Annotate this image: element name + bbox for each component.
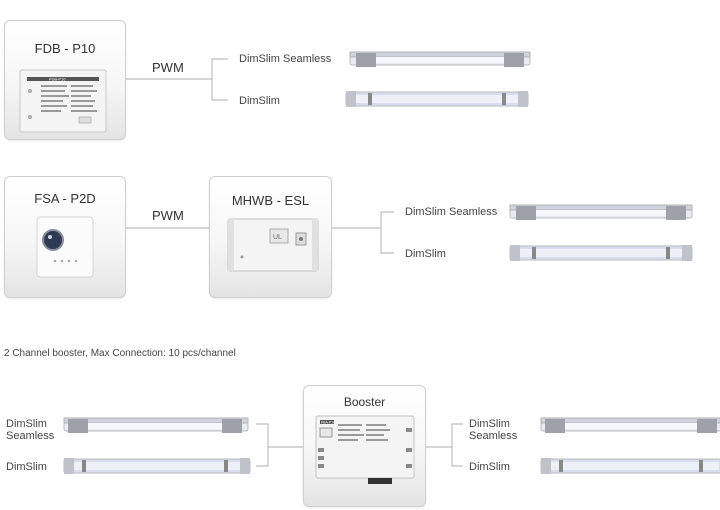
pwm-label-2: PWM — [152, 208, 184, 223]
fsa-p2d-device-image — [36, 216, 94, 278]
booster-card: Booster FBA-P10 — [303, 385, 426, 507]
fdb-p10-title: FDB - P10 — [34, 41, 96, 56]
dimslim-fixture-2 — [509, 245, 693, 261]
dimslim-seamless-fixture-1 — [349, 51, 531, 67]
output-label-seamless-1: DimSlim Seamless — [239, 53, 332, 65]
right-dimslim-fixture — [540, 458, 720, 474]
dimmer-knob — [42, 229, 64, 251]
booster-title: Booster — [343, 395, 386, 409]
left-bracket — [256, 423, 269, 467]
right-label-seamless-line1: DimSlim — [469, 418, 510, 430]
branch-bracket-1 — [211, 58, 228, 101]
left-label-seamless-line1: DimSlim — [6, 418, 47, 430]
right-dimslim-seamless-fixture — [540, 417, 720, 433]
mhwb-esl-title: MHWB - ESL — [231, 193, 310, 208]
fdb-p10-card: FDB - P10 FDB-P10 — [4, 20, 126, 140]
fdb-device-label: FDB-P10 — [49, 77, 66, 82]
svg-text:UL: UL — [273, 234, 282, 241]
left-label-dimslim: DimSlim — [6, 461, 47, 473]
fsa-p2d-title: FSA - P2D — [34, 191, 96, 206]
right-bracket — [451, 423, 463, 467]
left-label-seamless-line2: Seamless — [6, 430, 55, 442]
booster-device-label: FBA-P10 — [321, 421, 335, 425]
mhwb-esl-card: MHWB - ESL UL — [209, 176, 332, 298]
left-label-seamless: DimSlim Seamless — [6, 418, 54, 442]
output-label-dimslim-2: DimSlim — [405, 248, 446, 260]
right-label-seamless: DimSlim Seamless — [469, 418, 517, 442]
left-dimslim-fixture — [63, 458, 251, 474]
dimslim-fixture-1 — [345, 91, 529, 107]
pwm-label-1: PWM — [152, 60, 184, 75]
booster-device-image: FBA-P10 — [315, 415, 415, 484]
dimslim-seamless-fixture-2 — [509, 204, 693, 220]
output-label-seamless-2: DimSlim Seamless — [405, 206, 498, 218]
fdb-p10-device-image: FDB-P10 — [19, 69, 107, 133]
right-label-dimslim: DimSlim — [469, 461, 510, 473]
branch-bracket-2 — [380, 211, 394, 254]
mhwb-esl-device-image: UL — [227, 218, 319, 272]
right-label-seamless-line2: Seamless — [469, 430, 518, 442]
booster-note: 2 Channel booster, Max Connection: 10 pc… — [4, 348, 236, 359]
fsa-p2d-card: FSA - P2D — [4, 176, 126, 298]
left-dimslim-seamless-fixture — [63, 417, 249, 433]
output-label-dimslim-1: DimSlim — [239, 95, 280, 107]
